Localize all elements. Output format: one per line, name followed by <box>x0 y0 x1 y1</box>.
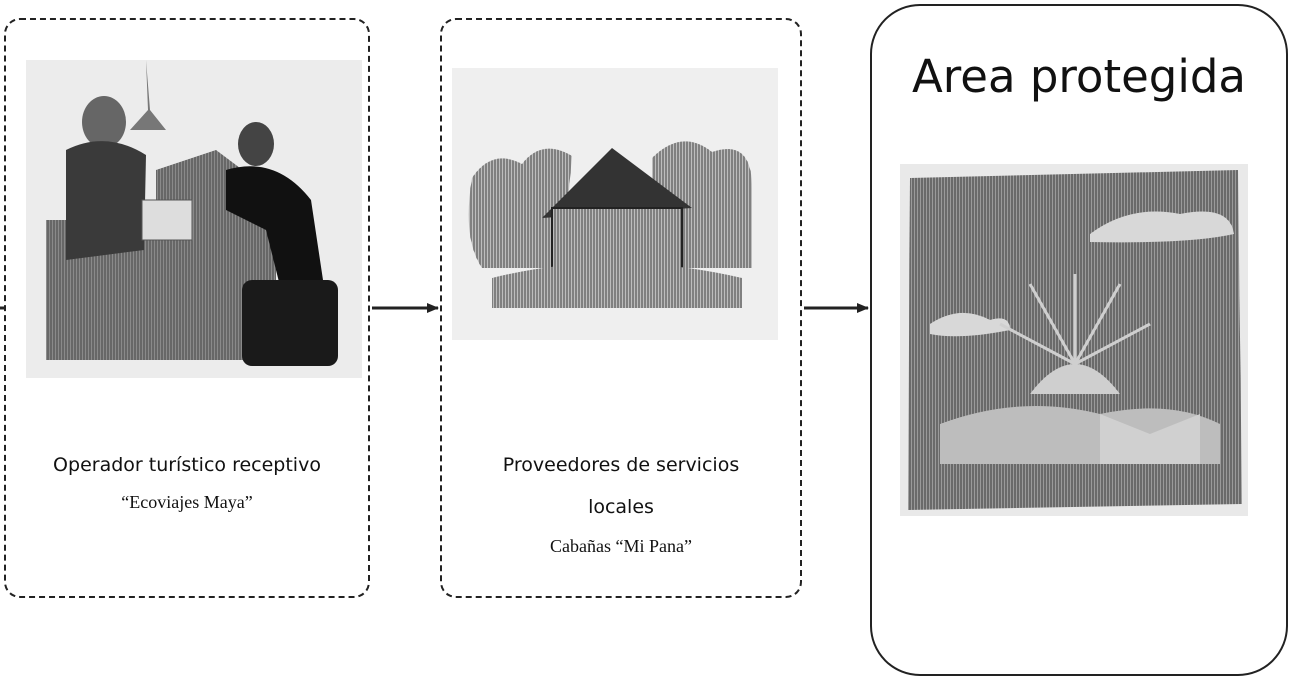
node-subtitle: “Ecoviajes Maya” <box>121 492 253 512</box>
node-operador-turistico: Operador turístico receptivo “Ecoviajes … <box>4 18 370 598</box>
node-subtitle: Cabañas “Mi Pana” <box>550 536 692 556</box>
node-area-protegida: Area protegida <box>870 4 1288 676</box>
node-title: Operador turístico receptivo <box>53 454 321 476</box>
node-proveedores-servicios: Proveedores de servicios locales Cabañas… <box>440 18 802 598</box>
node-title-line2: locales <box>588 496 654 518</box>
node-title: Area protegida <box>911 50 1246 103</box>
cabin-illustration-icon <box>452 68 778 340</box>
travel-agent-illustration-icon <box>26 60 362 378</box>
sunrise-landscape-illustration-icon <box>900 164 1248 516</box>
node-title-line1: Proveedores de servicios <box>502 454 740 476</box>
